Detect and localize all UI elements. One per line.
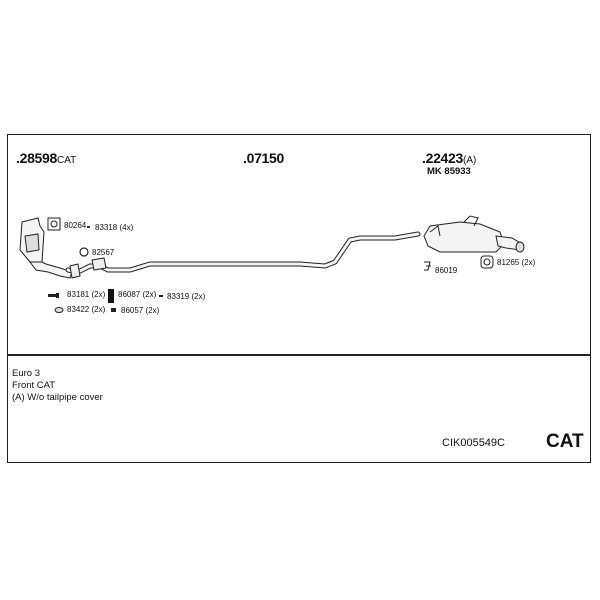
note-line: Front CAT [12,380,56,391]
component-label: 82567 [92,248,115,257]
component-label: 86087 (2x) [118,290,157,299]
catalytic-converter-part [19,217,73,279]
component-label: 83319 (2x) [167,292,206,301]
bolt-83181-icon [48,293,59,298]
ring-82567-icon [79,247,89,257]
component-label: 86019 [435,266,458,275]
mounting-kit-number: MK 85933 [427,166,471,177]
gasket-80264-icon [47,217,61,231]
part-number-front-pipe: .07150 [243,150,285,166]
flange-part [69,257,107,279]
note-line: Euro 3 [12,368,40,379]
clamp-86087-icon [108,289,114,303]
bolt-83318-icon [87,226,90,228]
nut-83422-icon [54,307,64,313]
component-label: 81265 (2x) [497,258,536,267]
component-label: 83318 (4x) [95,223,134,232]
hanger-86019-icon [424,261,431,271]
bolt-83319-icon [159,295,163,297]
part-number-catalytic: .28598CAT [16,150,77,166]
rear-silencer-part [423,215,525,253]
component-label: 83422 (2x) [67,305,106,314]
spring-86057-icon [111,308,116,312]
component-label: 80264 [64,221,87,230]
notes-section: Euro 3 Front CAT (A) W/o tailpipe cover [12,368,103,404]
component-label: 83181 (2x) [67,290,106,299]
component-label: 86057 (2x) [121,306,160,315]
part-number-rear-silencer: .22423(A) [422,150,477,166]
note-line: (A) W/o tailpipe cover [12,392,103,403]
notes-divider [7,354,591,356]
diagram-frame [7,134,591,463]
front-pipe-part [65,231,421,275]
kit-category: CAT [546,431,584,452]
kit-code: CIK005549C [442,437,505,449]
hanger-81265-icon [480,255,494,269]
